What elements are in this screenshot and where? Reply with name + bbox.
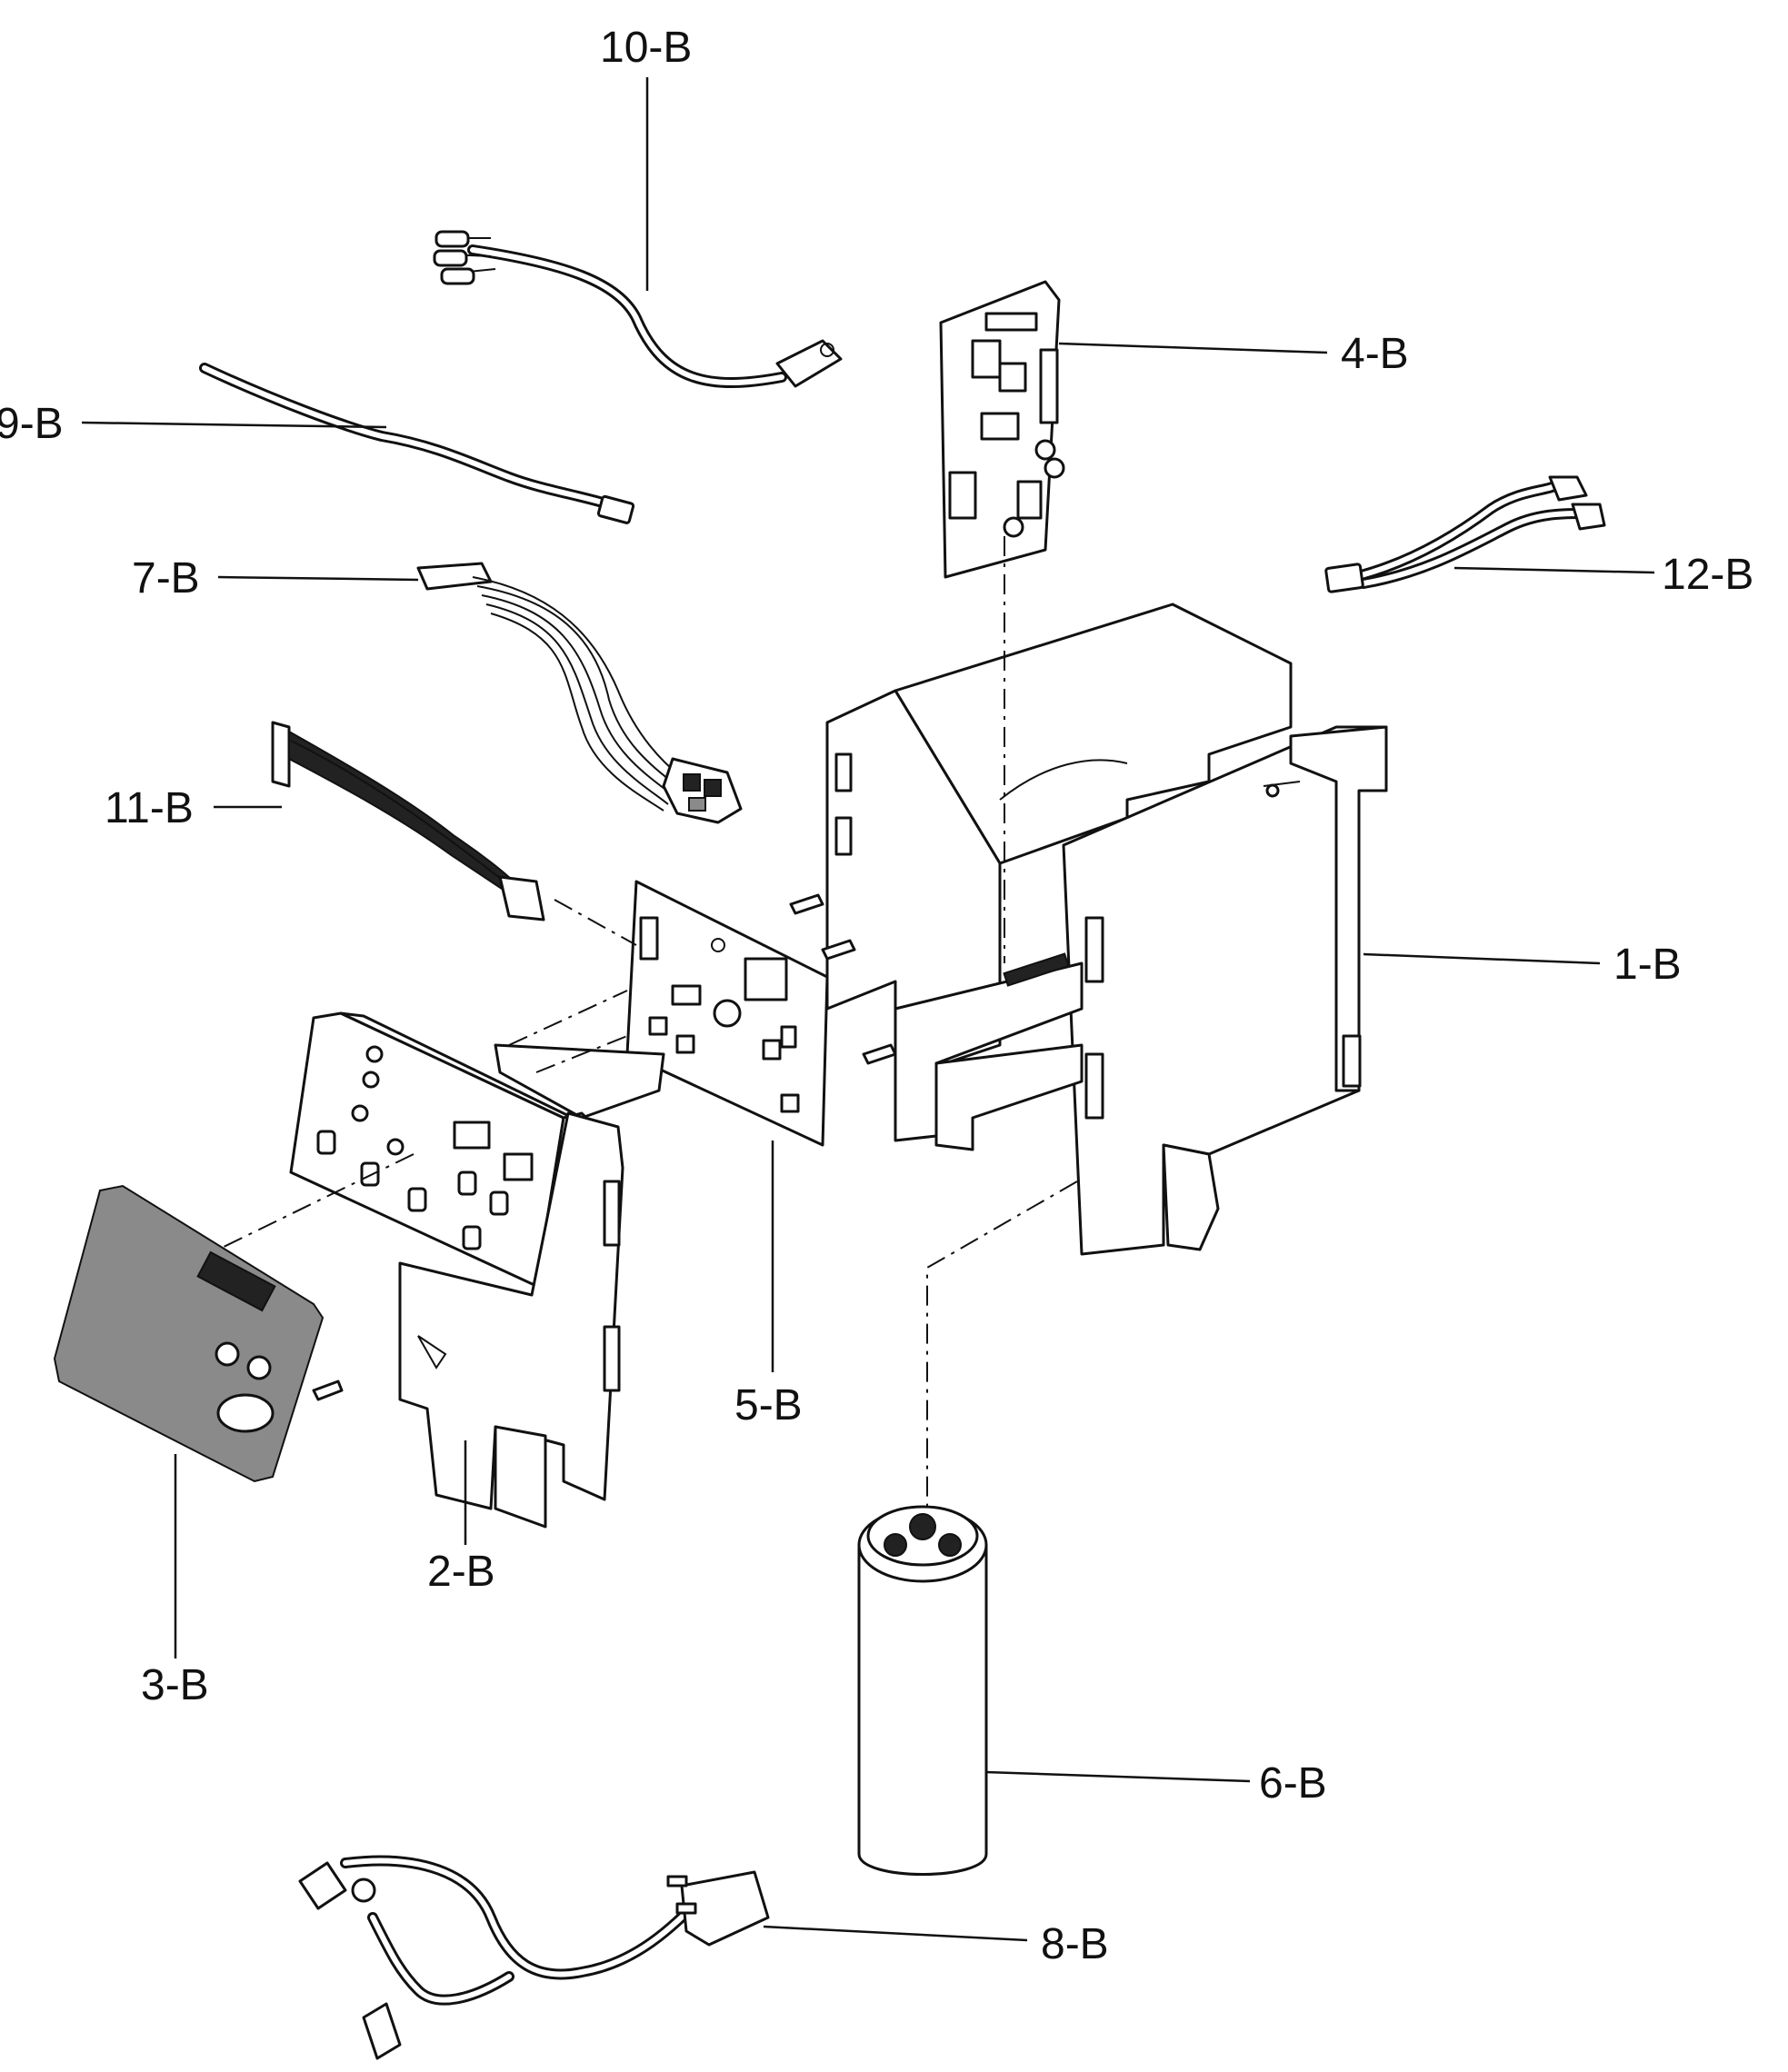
part-7-b-ribbon-harness [416, 562, 743, 824]
label-1-b: 1-B [1613, 941, 1682, 989]
label-10-b: 10-B [600, 24, 692, 72]
leader-lines [81, 77, 1655, 1942]
label-11-b: 11-B [105, 784, 194, 832]
part-10-b-wire-harness [433, 230, 843, 389]
part-8-b-power-cord [298, 1855, 770, 2060]
part-9-b-wire [199, 363, 635, 524]
assembly-lines [217, 536, 1078, 1509]
part-3-b-keypad-overlay [53, 1184, 325, 1483]
label-5-b: 5-B [734, 1381, 803, 1429]
part-1-b-bracket [825, 603, 1388, 1256]
part-4-b-circuit-board [939, 280, 1065, 579]
part-6-b-capacitor [857, 1505, 988, 1876]
part-5-b-control-board [625, 880, 829, 1147]
label-6-b: 6-B [1259, 1759, 1327, 1808]
label-4-b: 4-B [1341, 330, 1409, 378]
label-8-b: 8-B [1041, 1920, 1109, 1968]
part-12-b-wire [1324, 475, 1606, 593]
screws [312, 893, 897, 1401]
part-2-b-front-housing [289, 1011, 665, 1529]
label-12-b: 12-B [1662, 551, 1753, 599]
label-2-b: 2-B [427, 1548, 495, 1596]
label-7-b: 7-B [132, 554, 200, 603]
callout-labels: 10-B 4-B 9-B 12-B 7-B 11-B 1-B 5-B 2-B 3… [0, 24, 1753, 1968]
label-3-b: 3-B [141, 1661, 209, 1709]
part-11-b-ribbon-cable [271, 721, 545, 921]
label-9-b: 9-B [0, 400, 64, 448]
